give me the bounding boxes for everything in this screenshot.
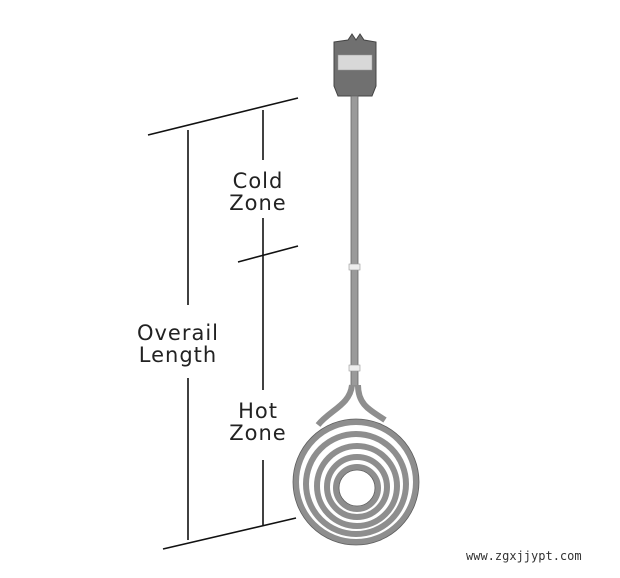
clip-lower [348, 364, 361, 372]
watermark: www.zgxjjypt.com [466, 549, 582, 563]
overall-length-label-line2: Length [138, 343, 218, 367]
hot-zone-label-line1: Hot [238, 399, 278, 423]
overall-length-label: Overail Length [120, 322, 236, 366]
sheath-tube [350, 95, 359, 387]
nameplate [337, 54, 373, 71]
dimension-lines [147, 97, 299, 550]
clip-upper [348, 263, 361, 271]
cold-zone-label-line2: Zone [229, 191, 287, 215]
bottom-reference-line [162, 517, 297, 550]
overall-length-label-line1: Overail [136, 321, 220, 345]
top-reference-line [147, 97, 299, 136]
spiral-coil [293, 419, 419, 545]
hot-zone-label-line2: Zone [229, 421, 287, 445]
hot-zone-label: Hot Zone [218, 400, 298, 444]
cold-hot-divider-line [237, 245, 299, 263]
cold-zone-label: Cold Zone [218, 170, 298, 214]
coil-lead [315, 384, 387, 427]
cold-zone-label-line1: Cold [232, 169, 284, 193]
immersion-heater [292, 33, 420, 546]
